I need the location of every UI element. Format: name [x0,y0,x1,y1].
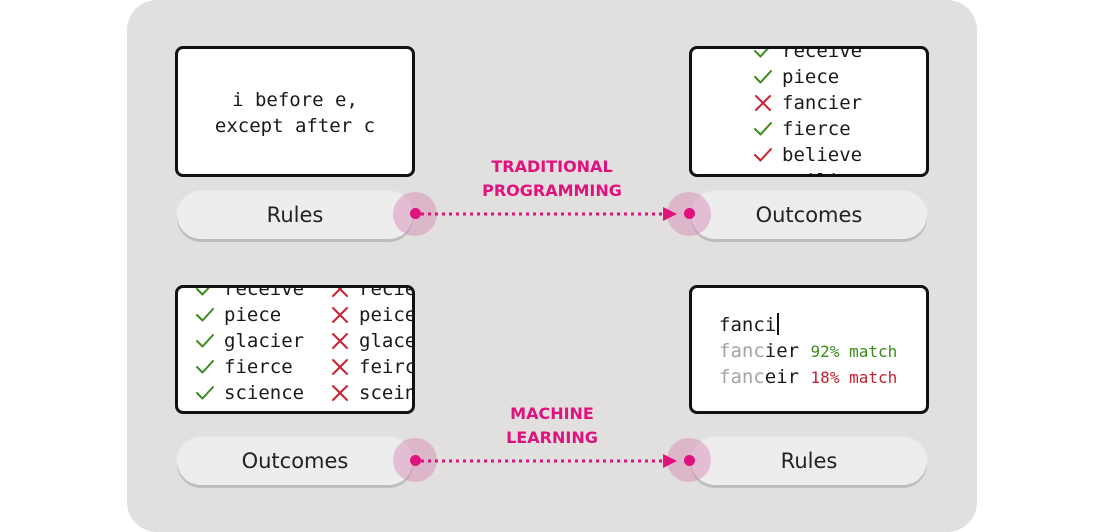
check-icon [754,148,772,162]
check-icon [196,334,214,348]
word-text: fierce [224,356,293,378]
list-item: fancier [753,90,862,116]
cross-icon [332,307,348,323]
cross-icon [332,333,348,349]
training-examples-box: receivepieceglacierfiercescienceceiling … [175,285,415,414]
arrow-start-dot [410,208,421,219]
autocomplete-box: fanci fancier 92% match fanceir 18% matc… [689,285,929,414]
word-text: fancier [782,92,863,114]
suggestion-1-match: 92% match [810,342,898,361]
check-icon [195,409,215,414]
traditional-programming-label: TRADITIONAL PROGRAMMING [482,157,622,200]
check-icon [754,49,769,58]
check-icon [754,70,772,84]
suggestion-1-prefix: fanc [719,340,765,362]
suggestion-2-rest: eir [764,366,800,388]
list-item: believe [753,142,862,168]
list-item: piece [195,302,304,328]
ml-outcomes-pill-label: Outcomes [241,449,349,473]
outcomes-list: receive piece fancier fierce believe ceiling [753,46,863,177]
text-cursor [777,313,780,335]
word-text: cieling [359,406,412,411]
word-text: piece [224,304,282,326]
list-item: fierce [753,116,862,142]
check-icon [754,122,772,136]
list-item: cieling [330,406,412,414]
rules-text-box: i before e, except after c [175,46,415,177]
word-text: glaceir [359,330,415,352]
word-text: receive [224,285,305,300]
list-item: fierce [195,354,304,380]
ml-arrow-start-dot [410,455,421,466]
word-text: ceiling [782,168,862,174]
machine-learning-label: MACHINE LEARNING [506,404,598,447]
check-icon [196,360,214,374]
word-text: recieve [359,285,415,300]
word-text: science [224,382,305,404]
ml-rules-pill: Rules [691,437,927,485]
outcomes-list-box: receive piece fancier fierce believe ceiling [689,46,929,177]
ml-outcomes-pill: Outcomes [177,437,413,485]
cross-icon [755,95,771,111]
word-text: sceince [359,382,415,404]
check-icon [196,308,214,322]
suggestion-1[interactable]: fancier 92% match [719,338,897,365]
list-item: ceiling [753,168,862,177]
traditional-programming-arrow [421,207,677,221]
list-item: science [195,380,304,406]
incorrect-spellings-list: recieve peice glaceir feirce sceince cieling [330,285,415,414]
cross-icon [332,359,348,375]
typed-text[interactable]: fanci [719,312,780,338]
cross-icon [330,409,350,414]
suggestion-2-prefix: fanc [719,366,765,388]
word-text: receive [782,46,863,62]
cross-icon [332,385,348,401]
word-text: ceiling [224,406,304,411]
rules-pill: Rules [177,191,413,239]
outcomes-pill-label: Outcomes [755,203,863,227]
list-item: glaceir [330,328,415,354]
suggestion-2[interactable]: fanceir 18% match [719,364,897,391]
word-text: glacier [224,330,305,352]
list-item: piece [753,64,862,90]
rules-pill-label: Rules [266,203,324,227]
suggestion-1-rest: ier [764,340,800,362]
ml-rules-pill-label: Rules [780,449,838,473]
list-item: recieve [330,285,415,302]
word-text: piece [782,66,840,88]
rules-text: i before e, except after c [214,89,376,137]
list-item: feirce [330,354,412,380]
list-item: sceince [330,380,415,406]
word-text: believe [782,144,863,166]
cross-icon [332,288,348,297]
list-item: receive [753,46,863,64]
correct-spellings-list: receive piece glacier fierce science ceiling [195,285,305,414]
check-icon [196,288,210,296]
machine-learning-arrow [421,454,677,468]
word-text: feirce [359,356,412,378]
check-icon [753,171,773,177]
ml-arrow-end-dot [684,455,695,466]
word-text: peice [359,304,415,326]
word-text: fierce [782,118,851,140]
outcomes-pill: Outcomes [691,191,927,239]
arrow-end-dot [684,208,695,219]
suggestion-2-match: 18% match [810,368,898,387]
list-item: peice [330,302,415,328]
list-item: glacier [195,328,304,354]
list-item: receive [195,285,305,302]
check-icon [196,386,214,400]
list-item: ceiling [195,406,304,414]
typed-text-value: fanci [719,314,777,336]
